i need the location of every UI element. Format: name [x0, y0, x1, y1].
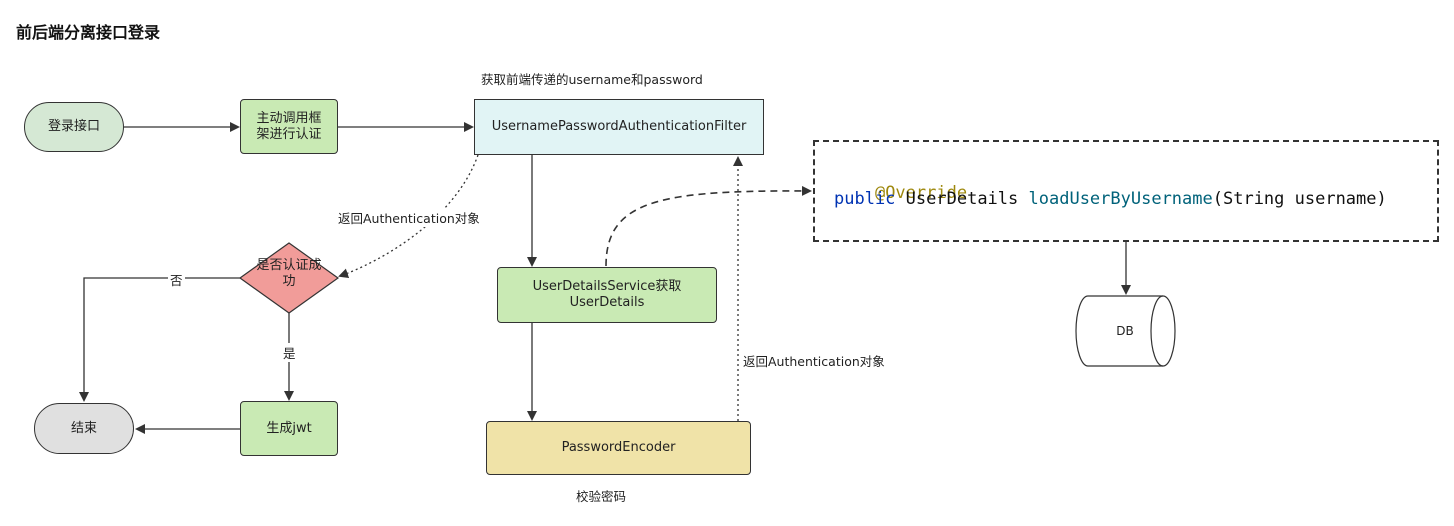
login-api-node: 登录接口 [24, 102, 124, 152]
edge-filter-to-decision [338, 154, 479, 279]
diagram-title: 前后端分离接口登录 [16, 23, 161, 42]
edge-uds-to-code [605, 185, 812, 267]
db-label: DB [1116, 324, 1134, 338]
edge-decision-no [79, 277, 240, 402]
db-cylinder [1075, 295, 1176, 367]
label-verify-password: 校验密码 [574, 486, 629, 505]
end-node: 结束 [34, 403, 134, 454]
code-method-name: loadUserByUsername [1028, 189, 1213, 209]
label-return-auth-1: 返回Authentication对象 [336, 208, 482, 227]
label-return-auth-2: 返回Authentication对象 [741, 351, 887, 370]
label-no: 否 [168, 270, 185, 289]
code-params: (String username) [1212, 189, 1387, 209]
generate-jwt-node: 生成jwt [240, 401, 338, 456]
code-line-2: public UserDetails loadUserByUsername(St… [834, 189, 1387, 209]
label-get-credentials: 获取前端传递的username和password [479, 69, 705, 88]
code-return-type: UserDetails [905, 189, 1019, 209]
code-keyword-public: public [834, 189, 896, 209]
auth-success-diamond [238, 242, 340, 314]
password-encoder-node: PasswordEncoder [486, 421, 751, 475]
code-snippet-box: @Override public UserDetails loadUserByU… [813, 140, 1439, 242]
code-annotation: @Override [874, 183, 968, 203]
auth-success-label: 是否认证成 功 [256, 258, 322, 289]
code-line-1: @Override [834, 163, 967, 223]
call-framework-node: 主动调用框 架进行认证 [240, 99, 338, 154]
user-details-service-node: UserDetailsService获取 UserDetails [497, 267, 717, 323]
label-yes: 是 [281, 343, 298, 362]
filter-node: UsernamePasswordAuthenticationFilter [474, 99, 764, 155]
